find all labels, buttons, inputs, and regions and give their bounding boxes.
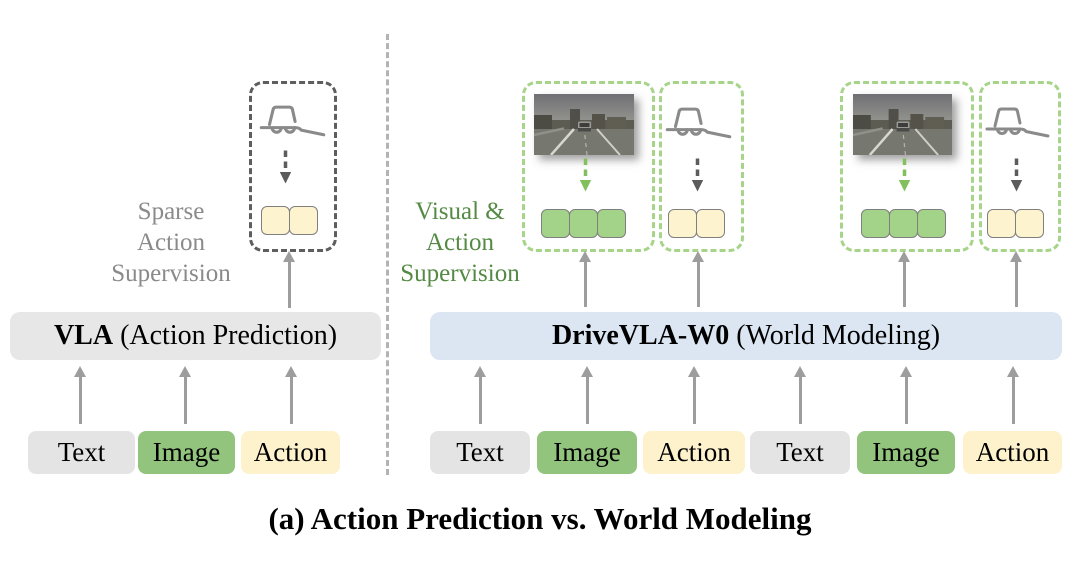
token-image: Image — [857, 431, 955, 474]
car-trajectory-icon — [665, 107, 732, 139]
image-token-square — [861, 209, 890, 238]
drivevla-model-label: DriveVLA-W0 (World Modeling) — [552, 320, 940, 352]
input-arrow — [793, 366, 806, 424]
image-token-square — [541, 209, 570, 238]
drivevla-model-box: DriveVLA-W0 (World Modeling) — [430, 312, 1062, 360]
image-token-square — [597, 209, 626, 238]
driving-scene-photo — [853, 94, 952, 155]
input-arrow — [580, 366, 593, 424]
action-token-square — [696, 209, 725, 238]
drivevla-model-descriptor: (World Modeling) — [729, 320, 941, 351]
input-arrow — [284, 366, 297, 424]
gray-dashed-down-arrow-icon — [278, 149, 293, 186]
supervision-arrow — [1009, 251, 1022, 307]
input-arrow — [1006, 366, 1019, 424]
vla-model-name: VLA — [53, 320, 114, 351]
figure-caption: (a) Action Prediction vs. World Modeling — [268, 501, 812, 536]
gray-dashed-down-arrow-icon — [1009, 157, 1024, 194]
visual-supervision-line1: Visual & — [415, 198, 505, 225]
token-image: Image — [138, 431, 235, 474]
token-action: Action — [241, 431, 340, 474]
token-action: Action — [643, 431, 745, 474]
image-token-square — [569, 209, 598, 238]
driving-scene-photo — [534, 94, 634, 155]
car-trajectory-icon — [985, 107, 1050, 138]
visual-supervision-line3: Supervision — [400, 260, 520, 287]
green-dashed-down-arrow-icon — [897, 157, 912, 194]
supervision-arrow — [578, 251, 591, 307]
sparse-supervision-line1: Sparse — [137, 198, 205, 225]
token-text: Text — [28, 431, 135, 474]
vla-model-box: VLA (Action Prediction) — [10, 312, 381, 360]
vla-model-descriptor: (Action Prediction) — [113, 320, 338, 351]
token-text: Text — [750, 431, 850, 474]
supervision-arrow — [691, 251, 704, 307]
sparse-supervision-line3: Supervision — [111, 260, 231, 287]
action-token-square — [668, 209, 697, 238]
token-image: Image — [537, 431, 637, 474]
gray-dashed-down-arrow-icon — [690, 157, 705, 194]
action-token-square — [261, 206, 290, 235]
action-token-square — [1015, 209, 1044, 238]
action-token-square — [289, 206, 318, 235]
sparse-supervision-label: Sparse Action Supervision — [92, 196, 250, 289]
visual-action-supervision-label: Visual & Action Supervision — [389, 196, 531, 289]
drivevla-model-name: DriveVLA-W0 — [551, 320, 730, 351]
supervision-arrow — [897, 251, 910, 307]
input-arrow — [899, 366, 912, 424]
action-token-square — [987, 209, 1016, 238]
car-trajectory-icon — [259, 105, 326, 137]
input-arrow — [687, 366, 700, 424]
vla-model-label: VLA (Action Prediction) — [54, 320, 337, 352]
green-dashed-down-arrow-icon — [578, 157, 593, 194]
panel-divider — [386, 34, 389, 475]
token-text: Text — [430, 431, 530, 474]
visual-supervision-line2: Action — [425, 229, 495, 256]
sparse-supervision-line2: Action — [136, 229, 206, 256]
token-action: Action — [963, 431, 1062, 474]
input-arrow — [473, 366, 486, 424]
input-arrow — [73, 366, 86, 424]
image-token-square — [917, 209, 946, 238]
image-token-square — [889, 209, 918, 238]
supervision-arrow — [283, 251, 295, 308]
input-arrow — [178, 366, 191, 424]
